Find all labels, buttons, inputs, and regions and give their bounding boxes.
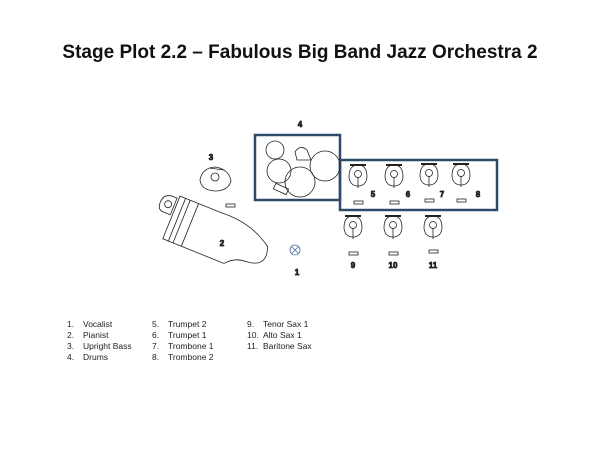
grand-piano-icon (158, 195, 268, 264)
legend-item: 8.Trombone 2 (152, 352, 214, 362)
horn-player-icon (384, 164, 404, 188)
horn-player-icon (343, 215, 363, 239)
legend-item: 3.Upright Bass (67, 341, 132, 351)
page-title: Stage Plot 2.2 – Fabulous Big Band Jazz … (62, 42, 538, 63)
position-number-9: 9 (351, 261, 356, 270)
monitor-wedge (388, 251, 399, 256)
position-number-3: 3 (209, 153, 214, 162)
horn-player-icon (423, 215, 443, 239)
horn-player-icon (419, 163, 439, 187)
horn-player-icon (348, 164, 368, 188)
horn-player-icon (383, 215, 403, 239)
monitor-wedge (424, 198, 435, 203)
monitor-wedge (456, 198, 467, 203)
legend-item: 11.Baritone Sax (247, 341, 312, 351)
horn-player-icon (451, 163, 471, 187)
vocal-mic-icon (289, 244, 301, 256)
position-number-5: 5 (371, 190, 376, 199)
legend-column-3: 9.Tenor Sax 1 10.Alto Sax 1 11.Baritone … (247, 319, 312, 352)
legend-item: 5.Trumpet 2 (152, 319, 207, 329)
legend-item: 10.Alto Sax 1 (247, 330, 302, 340)
monitor-wedge (353, 200, 364, 205)
legend-item: 6.Trumpet 1 (152, 330, 207, 340)
position-number-4: 4 (298, 120, 303, 129)
legend-item: 1.Vocalist (67, 319, 113, 329)
monitor-bass (225, 203, 236, 208)
position-number-11: 11 (429, 261, 438, 270)
upright-bass-player-icon (199, 166, 232, 192)
legend-item: 9.Tenor Sax 1 (247, 319, 309, 329)
monitor-wedge (389, 200, 400, 205)
position-number-10: 10 (389, 261, 398, 270)
monitor-wedge (348, 251, 359, 256)
legend-column-2: 5.Trumpet 2 6.Trumpet 1 7.Trombone 1 8.T… (152, 319, 214, 363)
position-number-7: 7 (440, 190, 445, 199)
legend-item: 4.Drums (67, 352, 109, 362)
drum-kit-icon (265, 140, 341, 198)
horn-riser (338, 158, 499, 212)
legend-item: 2.Pianist (67, 330, 109, 340)
monitor-wedge (428, 249, 439, 254)
position-number-6: 6 (406, 190, 411, 199)
legend-column-1: 1.Vocalist 2.Pianist 3.Upright Bass 4.Dr… (67, 319, 132, 363)
position-number-1: 1 (295, 268, 300, 277)
legend-item: 7.Trombone 1 (152, 341, 214, 351)
position-number-2: 2 (220, 239, 225, 248)
position-number-8: 8 (476, 190, 481, 199)
